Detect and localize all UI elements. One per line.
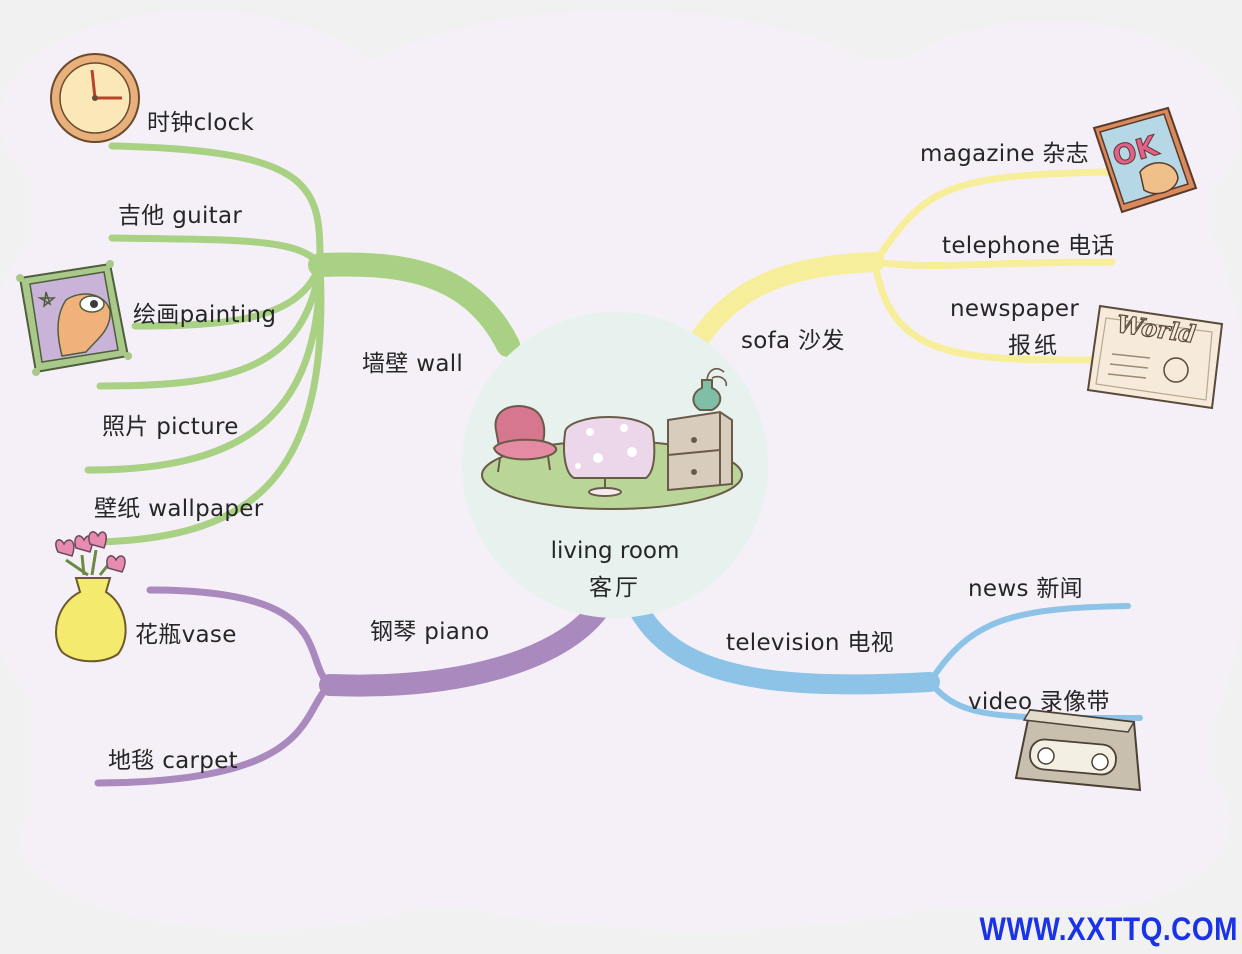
vase-icon — [55, 531, 127, 663]
branch-label-television: television 电视 — [726, 630, 894, 656]
leaf-label-newspaper-en: newspaper — [950, 296, 1080, 322]
branch-sofa — [690, 168, 1116, 364]
branch-label-sofa: sofa 沙发 — [741, 328, 845, 354]
leaf-label-picture: 照片 picture — [102, 414, 239, 440]
leaf-label-newspaper-zh: 报纸 — [1008, 333, 1060, 359]
leaf-label-clock: 时钟clock — [147, 110, 255, 136]
center-label-en: living room — [550, 538, 680, 564]
leaf-label-wallpaper: 壁纸 wallpaper — [94, 496, 264, 522]
branch-piano — [94, 586, 609, 787]
leaf-label-carpet: 地毯 carpet — [108, 748, 238, 774]
clock-icon — [50, 53, 140, 143]
leaf-label-news: news 新闻 — [968, 576, 1083, 602]
center-label-zh: 客厅 — [589, 575, 641, 601]
magazine-icon: OK — [1092, 106, 1198, 214]
leaf-label-video: video 录像带 — [968, 689, 1110, 715]
leaf-label-painting: 绘画painting — [133, 302, 277, 328]
branch-wall — [84, 142, 520, 546]
leaf-label-telephone: telephone 电话 — [942, 233, 1115, 259]
leaf-label-vase: 花瓶vase — [135, 622, 237, 648]
video-tape-icon — [1014, 708, 1142, 792]
painting-icon — [16, 260, 132, 376]
newspaper-icon: World — [1086, 304, 1224, 410]
branch-label-piano: 钢琴 piano — [370, 619, 490, 645]
leaf-label-magazine: magazine 杂志 — [920, 141, 1089, 167]
leaf-label-guitar: 吉他 guitar — [118, 203, 243, 229]
watermark: WWW.XXTTQ.COM — [979, 911, 1238, 947]
living-room-icon — [481, 368, 743, 510]
branch-label-wall: 墙壁 wall — [362, 351, 464, 377]
center-label: living room 客厅 — [535, 538, 695, 602]
